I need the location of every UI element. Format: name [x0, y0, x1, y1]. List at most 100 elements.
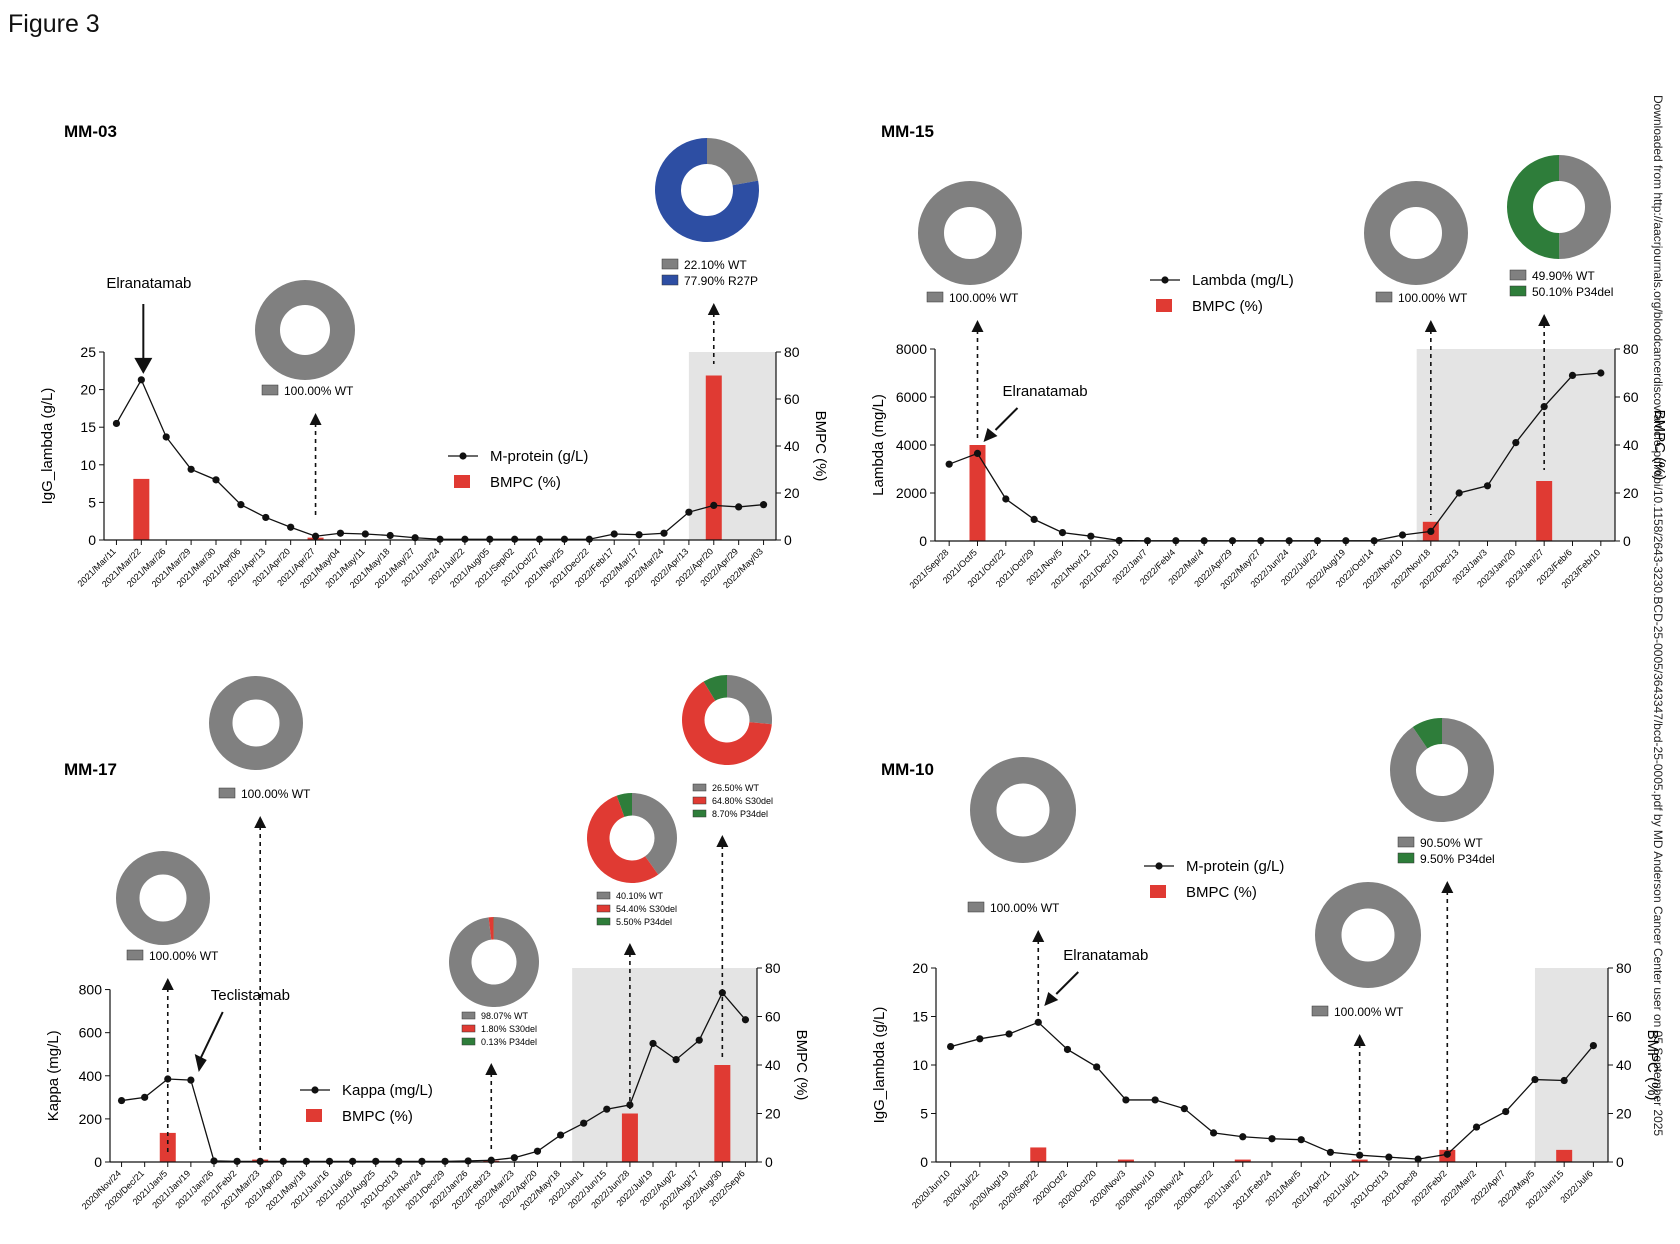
protein-point [1455, 489, 1463, 497]
y-tick-label: 0 [94, 1154, 102, 1170]
donut-legend-swatch [218, 787, 236, 799]
panel-title: MM-17 [64, 760, 117, 779]
donut-legend-label: 64.80% S30del [712, 796, 773, 806]
legend-line-marker [1155, 862, 1163, 870]
y-tick-label: 800 [79, 982, 103, 998]
bmpc-bar [1030, 1147, 1047, 1162]
donut-slice [727, 675, 773, 725]
donut-legend-swatch [1311, 1005, 1329, 1017]
donut-slice [703, 675, 727, 701]
pointer-arrowhead [971, 320, 984, 332]
donut-slice [682, 681, 772, 765]
protein-point [1568, 371, 1577, 379]
protein-point [735, 503, 743, 511]
protein-point [973, 449, 982, 457]
protein-point [418, 1157, 426, 1165]
donut-slice [1315, 882, 1421, 988]
y2-tick-label: 60 [784, 391, 800, 407]
y-tick-label: 0 [919, 533, 927, 549]
protein-point [461, 535, 469, 543]
y-tick-label: 6000 [896, 389, 927, 405]
pointer-arrowhead [1353, 1034, 1366, 1046]
protein-point [533, 1147, 542, 1155]
protein-point [1180, 1105, 1188, 1113]
protein-point [1143, 537, 1152, 545]
legend-bar-swatch [1150, 885, 1166, 898]
protein-point [741, 1016, 750, 1024]
protein-point [1122, 1096, 1130, 1104]
protein-point [1063, 1045, 1072, 1054]
y2-tick-label: 20 [1616, 1106, 1632, 1122]
legend-bar-swatch [1156, 299, 1172, 312]
protein-point [1342, 537, 1350, 545]
y2-tick-label: 40 [1623, 437, 1639, 453]
donut-legend-swatch [261, 384, 279, 396]
y2-axis-label: BMPC (%) [1651, 410, 1668, 481]
y2-tick-label: 80 [765, 960, 781, 976]
protein-point [187, 465, 195, 473]
legend-label: BMPC (%) [490, 474, 561, 491]
donut-legend-label: 5.50% P34del [616, 917, 672, 927]
y-tick-label: 2000 [896, 485, 927, 501]
protein-point [1560, 1076, 1568, 1085]
donut-slice [918, 181, 1022, 285]
protein-point [1313, 537, 1322, 545]
protein-point [585, 535, 593, 543]
donut-legend-label: 26.50% WT [712, 783, 760, 793]
bmpc-bar [159, 1132, 176, 1162]
donut-legend-label: 100.00% WT [241, 787, 311, 801]
donut-legend-label: 100.00% WT [1334, 1005, 1404, 1019]
donut-legend-label: 50.10% P34del [1532, 285, 1613, 299]
bmpc-bar [714, 1065, 731, 1162]
protein-point [372, 1157, 380, 1165]
protein-point [441, 1157, 449, 1165]
panel-title: MM-03 [64, 122, 117, 141]
donut-legend-label: 49.90% WT [1532, 269, 1595, 283]
shaded-region [1534, 968, 1608, 1162]
legend-label: BMPC (%) [342, 1108, 413, 1125]
y2-tick-label: 80 [784, 344, 800, 360]
annotation-arrow [994, 407, 1019, 431]
y2-tick-label: 60 [1623, 389, 1639, 405]
protein-point [487, 1156, 495, 1164]
annotation-label: Elranatamab [1063, 947, 1148, 964]
donut-slice [970, 757, 1076, 863]
protein-point [635, 531, 643, 539]
y-tick-label: 200 [79, 1111, 103, 1127]
protein-point [1531, 1075, 1539, 1084]
donut-legend-swatch [926, 291, 944, 303]
donut-legend-label: 90.50% WT [1420, 836, 1483, 850]
donut-legend-swatch [596, 904, 611, 913]
legend-label: Lambda (mg/L) [1192, 272, 1294, 289]
legend-label: BMPC (%) [1192, 298, 1263, 315]
y2-axis-label: BMPC (%) [1644, 1030, 1661, 1101]
y-tick-label: 20 [912, 960, 928, 976]
protein-point [187, 1076, 195, 1084]
y-tick-label: 600 [79, 1025, 103, 1041]
legend-line-marker [459, 452, 467, 460]
protein-point [464, 1157, 472, 1165]
donut-legend-label: 100.00% WT [149, 949, 219, 963]
bmpc-bar [1556, 1149, 1573, 1162]
protein-point [1093, 1063, 1101, 1071]
y2-axis-label: BMPC (%) [793, 1030, 810, 1101]
protein-point [325, 1157, 334, 1165]
protein-point [411, 534, 419, 542]
legend-line-marker [311, 1086, 319, 1094]
y-tick-label: 4000 [896, 437, 927, 453]
protein-point [1385, 1153, 1393, 1161]
donut-legend-label: 0.13% P34del [481, 1037, 537, 1047]
protein-point [672, 1056, 680, 1064]
donut-legend-label: 77.90% R27P [684, 274, 758, 288]
y2-tick-label: 20 [784, 485, 800, 501]
protein-point [1356, 1151, 1364, 1159]
pointer-arrowhead [1032, 930, 1045, 942]
protein-point [1297, 1136, 1305, 1144]
protein-point [1115, 536, 1123, 545]
y2-axis-label: BMPC (%) [812, 411, 829, 482]
pointer-arrowhead [623, 943, 636, 955]
